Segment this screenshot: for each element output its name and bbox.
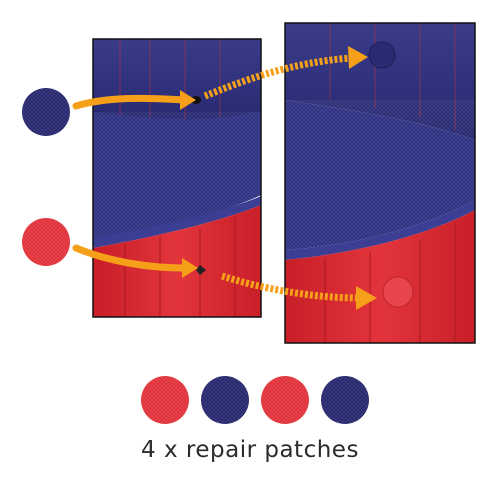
pool-photo-left <box>93 39 261 317</box>
arrow-icon <box>220 272 377 310</box>
arrow-icon <box>72 94 188 110</box>
pool-photo-right-frame <box>284 22 476 344</box>
pool-photo-right <box>285 23 475 343</box>
patch-row <box>141 376 369 424</box>
arrow-icon <box>72 244 188 272</box>
caption: 4 x repair patches <box>141 437 359 463</box>
arrow-icon <box>180 90 196 110</box>
arrow-icon <box>182 258 198 278</box>
red-patch-source <box>22 218 70 266</box>
arrow-icon <box>203 46 368 100</box>
pool-photo-left-frame <box>92 38 262 318</box>
navy-patch-source <box>22 88 70 136</box>
